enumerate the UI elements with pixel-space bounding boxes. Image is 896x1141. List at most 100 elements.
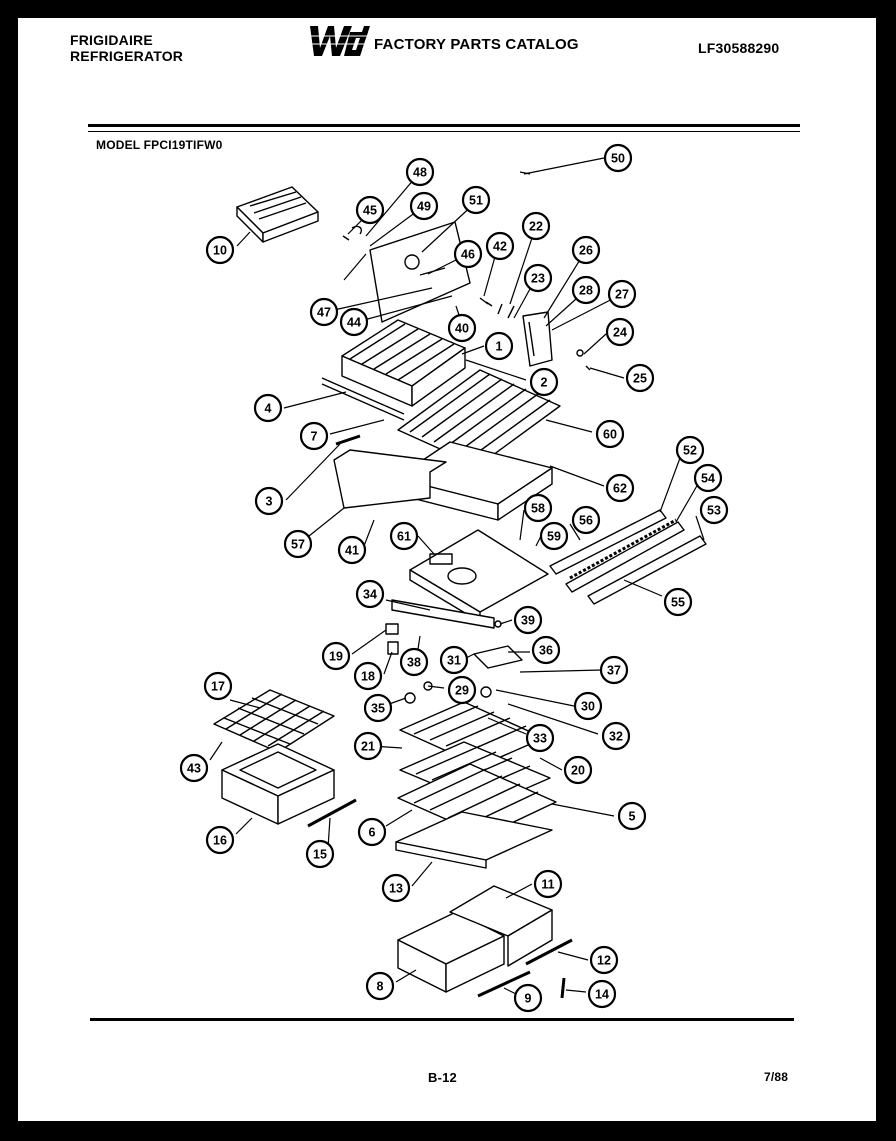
callout-28: 28 — [571, 275, 601, 305]
callout-label: 18 — [361, 670, 375, 684]
callout-16: 16 — [205, 825, 235, 855]
catalog-title: FACTORY PARTS CATALOG — [374, 36, 579, 53]
callout-circle — [625, 363, 655, 393]
callout-circle — [283, 529, 313, 559]
callout-circle — [309, 297, 339, 327]
callout-circle — [539, 521, 569, 551]
callout-22: 22 — [521, 211, 551, 241]
callout-circle — [663, 587, 693, 617]
callout-3: 3 — [254, 486, 284, 516]
callout-circle — [605, 473, 635, 503]
callout-circle — [405, 157, 435, 187]
callout-34: 34 — [355, 579, 385, 609]
callout-36: 36 — [531, 635, 561, 665]
callout-label: 20 — [571, 764, 585, 778]
callout-44: 44 — [339, 307, 369, 337]
callout-43: 43 — [179, 753, 209, 783]
callout-59: 59 — [539, 521, 569, 551]
callout-circle — [563, 755, 593, 785]
callout-4: 4 — [253, 393, 283, 423]
callout-37: 37 — [599, 655, 629, 685]
callout-1: 1 — [484, 331, 514, 361]
callout-label: 33 — [533, 732, 547, 746]
callout-label: 23 — [531, 272, 545, 286]
part-drawers-8-11 — [397, 885, 553, 993]
callout-circle — [365, 971, 395, 1001]
callout-33: 33 — [525, 723, 555, 753]
callout-circle — [525, 723, 555, 753]
callout-circle — [389, 521, 419, 551]
callout-label: 24 — [613, 326, 627, 340]
callout-label: 10 — [213, 244, 227, 258]
callout-label: 32 — [609, 730, 623, 744]
callout-14: 14 — [587, 979, 617, 1009]
callout-circle — [355, 579, 385, 609]
callout-label: 13 — [389, 882, 403, 896]
callout-circle — [353, 731, 383, 761]
callout-21: 21 — [353, 731, 383, 761]
callout-circle — [485, 231, 515, 261]
callout-48: 48 — [405, 157, 435, 187]
callout-label: 11 — [541, 878, 554, 892]
callout-circle — [381, 873, 411, 903]
callout-label: 48 — [413, 166, 427, 180]
callout-label: 38 — [407, 656, 421, 670]
callout-label: 59 — [547, 530, 561, 544]
callout-label: 35 — [371, 702, 385, 716]
callout-label: 40 — [455, 322, 469, 336]
callout-label: 7 — [311, 430, 318, 444]
callout-label: 22 — [529, 220, 543, 234]
part-panel-51 — [369, 221, 471, 323]
callout-circle — [675, 435, 705, 465]
callout-11: 11 — [533, 869, 563, 899]
callout-label: 27 — [615, 288, 629, 302]
callout-32: 32 — [601, 721, 631, 751]
callout-label: 57 — [291, 538, 305, 552]
callout-13: 13 — [381, 873, 411, 903]
callout-label: 41 — [345, 544, 359, 558]
callout-label: 6 — [369, 826, 376, 840]
callout-35: 35 — [363, 693, 393, 723]
callout-label: 54 — [701, 472, 715, 486]
callout-label: 29 — [455, 684, 469, 698]
callout-label: 56 — [579, 514, 593, 528]
callout-circle — [595, 419, 625, 449]
callout-label: 15 — [313, 848, 327, 862]
callout-circle — [587, 979, 617, 1009]
callout-circle — [531, 635, 561, 665]
callout-layer: 1234567891011121314151617181920212223242… — [179, 143, 729, 1013]
callout-label: 4 — [265, 402, 272, 416]
callout-40: 40 — [447, 313, 477, 343]
callout-18: 18 — [353, 661, 383, 691]
callout-label: 9 — [525, 992, 532, 1006]
callout-label: 61 — [397, 530, 411, 544]
callout-51: 51 — [461, 185, 491, 215]
callout-label: 50 — [611, 152, 625, 166]
callout-circle — [693, 463, 723, 493]
callout-label: 43 — [187, 762, 201, 776]
callout-label: 47 — [317, 306, 331, 320]
callout-49: 49 — [409, 191, 439, 221]
callout-label: 37 — [607, 664, 621, 678]
callout-27: 27 — [607, 279, 637, 309]
callout-circle — [339, 307, 369, 337]
callout-circle — [399, 647, 429, 677]
callout-label: 62 — [613, 482, 627, 496]
callout-circle — [205, 825, 235, 855]
callout-label: 42 — [493, 240, 507, 254]
callout-57: 57 — [283, 529, 313, 559]
callout-60: 60 — [595, 419, 625, 449]
callout-label: 51 — [469, 194, 483, 208]
callout-15: 15 — [305, 839, 335, 869]
callout-circle — [599, 655, 629, 685]
callout-circle — [529, 367, 559, 397]
callout-circle — [203, 671, 233, 701]
callout-circle — [513, 605, 543, 635]
callout-circle — [353, 661, 383, 691]
callout-circle — [409, 191, 439, 221]
callout-circle — [205, 235, 235, 265]
callout-label: 49 — [417, 200, 431, 214]
callout-label: 53 — [707, 504, 721, 518]
callout-54: 54 — [693, 463, 723, 493]
